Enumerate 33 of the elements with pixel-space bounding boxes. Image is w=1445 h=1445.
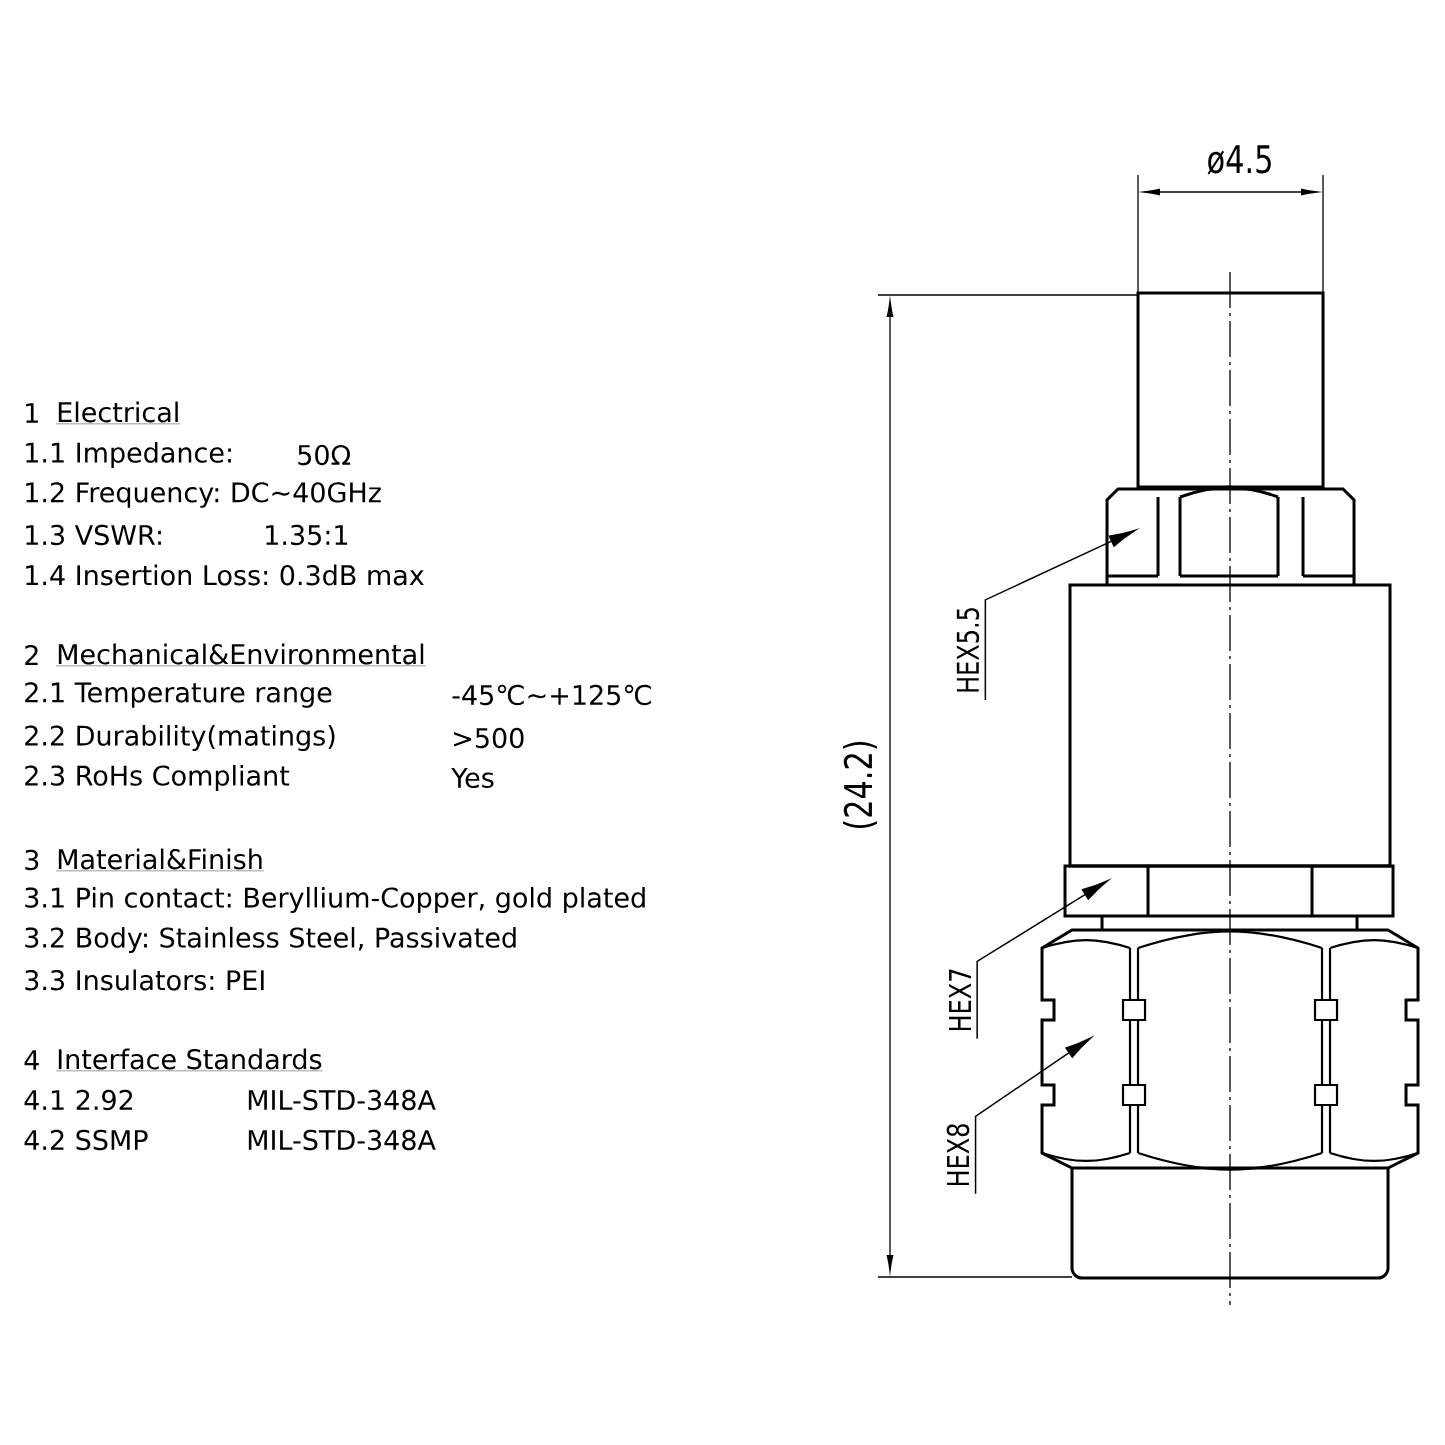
spec-text: 1.1 Impedance:	[26, 441, 231, 469]
spec-text: 4.1 2.92	[24, 1089, 133, 1111]
dimension-text: (24.2)	[843, 741, 877, 829]
spec-text: 1.35:1	[266, 524, 348, 546]
spec-text: 3.2 Body: Stainless Steel, Passivated	[25, 926, 516, 954]
dimension-text: ø4.5	[1207, 145, 1271, 175]
section-heading: Electrical	[56, 401, 181, 425]
spec-text: 2.2 Durability(matings)	[25, 724, 335, 752]
section-heading: Interface Standards	[56, 1048, 323, 1072]
spec-text: -45℃∼+125℃	[452, 684, 651, 706]
part-label: HEX5.5	[956, 608, 980, 692]
section-heading: 1	[26, 403, 38, 423]
spec-text: 1.3 VSWR:	[26, 524, 161, 546]
part-label: HEX8	[946, 1124, 970, 1186]
section-heading: 4	[24, 1050, 39, 1070]
spec-text: 2.3 RoHs Compliant	[25, 764, 290, 792]
spec-text: 1.2 Frequency: DC∼40GHz	[26, 482, 381, 508]
spec-text: 1.4 Insertion Loss: 0.3dB max	[26, 564, 424, 586]
leader-line	[974, 1037, 1092, 1195]
spec-text: MIL-STD-348A	[248, 1089, 436, 1111]
section-heading: Mechanical&Environmental	[56, 643, 426, 667]
spec-text: 4.2 SSMP	[24, 1129, 148, 1151]
section-heading: Material&Finish	[56, 848, 264, 872]
section-heading: 3	[25, 849, 39, 871]
part-label: HEX7	[949, 969, 971, 1031]
spec-text: 50Ω	[298, 444, 351, 466]
spec-text: 2.1 Temperature range	[25, 682, 332, 708]
spec-text: >500	[454, 727, 524, 749]
spec-text: 3.1 Pin contact: Beryllium-Copper, gold plated	[25, 886, 645, 914]
spec-text: Yes	[451, 767, 494, 788]
section-heading: 2	[25, 644, 38, 665]
spec-text: 3.3 Insulators: PEI	[25, 969, 264, 991]
spec-text: MIL-STD-348A	[248, 1129, 436, 1151]
